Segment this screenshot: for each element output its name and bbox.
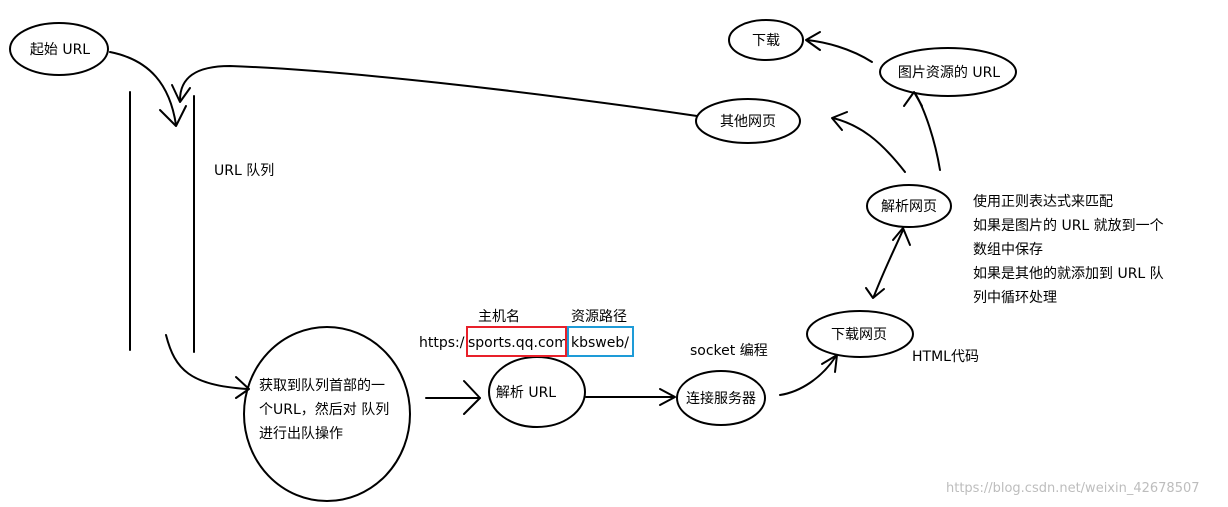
node-dequeue-text: 获取到队列首部的一 个URL，然后对 队列 进行出队操作 [259,374,389,446]
node-parse-page: 解析网页 [881,199,937,215]
arrow-image-to-download [806,39,873,63]
dequeue-line-3: 进行出队操作 [259,426,343,442]
url-host: sports.qq.com [468,335,568,351]
node-download: 下载 [752,33,780,49]
dequeue-line-1: 获取到队列首部的一 [259,378,385,394]
label-url-queue: URL 队列 [214,163,275,179]
arrowhead-image [903,91,923,107]
node-parse-url: 解析 URL [495,385,557,401]
node-parse-url-shape [488,356,586,428]
url-path: kbsweb/ [571,335,629,351]
note-line-5: 列中循环处理 [973,290,1057,306]
note-line-1: 使用正则表达式来匹配 [973,194,1113,210]
node-start-url-shape [9,22,109,76]
node-connect-server: 连接服务器 [686,391,756,407]
arrow-parse-to-image [914,92,941,171]
arrow-connect-to-download-page [779,355,837,396]
note-block: 使用正则表达式来匹配 如果是图片的 URL 就放到一个 数组中保存 如果是其他的… [973,190,1164,310]
node-start-url: 起始 URL [29,42,91,58]
arrowhead-download [805,31,821,51]
arrowhead-download-page [821,354,838,373]
node-download-shape [728,19,804,61]
arrowhead-feedback [171,84,191,103]
arrowhead-parse-page-down [865,287,885,299]
note-line-4: 如果是其他的就添加到 URL 队 [973,266,1164,282]
arrowhead-parse-url [463,380,481,415]
note-line-2: 如果是图片的 URL 就放到一个 [973,218,1164,234]
label-html-code: HTML代码 [912,349,979,365]
arrowhead-other [831,111,848,131]
arrowhead-connect [659,388,676,406]
label-socket: socket 编程 [690,343,768,359]
note-line-3: 数组中保存 [973,242,1043,258]
node-image-url: 图片资源的 URL [897,65,1001,81]
arrow-parse-to-other [832,117,906,173]
node-other-pages: 其他网页 [720,114,776,130]
node-other-pages-shape [695,98,801,144]
node-download-page: 下载网页 [831,327,887,343]
arrowhead-parse-page [892,227,911,246]
node-image-url-shape [879,47,1017,97]
url-prefix: https:/ [419,335,465,351]
arrow-other-to-queue [179,65,698,117]
watermark: https://blog.csdn.net/weixin_42678507 [946,481,1200,496]
arrowhead-start [159,105,187,127]
node-connect-server-shape [676,370,766,426]
dequeue-line-2: 个URL，然后对 队列 [259,402,390,418]
host-highlight-box [466,326,567,357]
node-download-page-shape [806,310,914,358]
node-dequeue-shape [243,326,411,502]
arrow-queue-to-dequeue [165,334,248,390]
path-highlight-box [567,326,634,357]
label-host-name: 主机名 [478,309,520,325]
arrowhead-dequeue [235,376,250,399]
arrow-download-to-parse-page [873,229,904,297]
node-parse-page-shape [866,184,952,228]
label-resource-path: 资源路径 [571,309,627,325]
arrow-start-to-queue [109,51,177,126]
